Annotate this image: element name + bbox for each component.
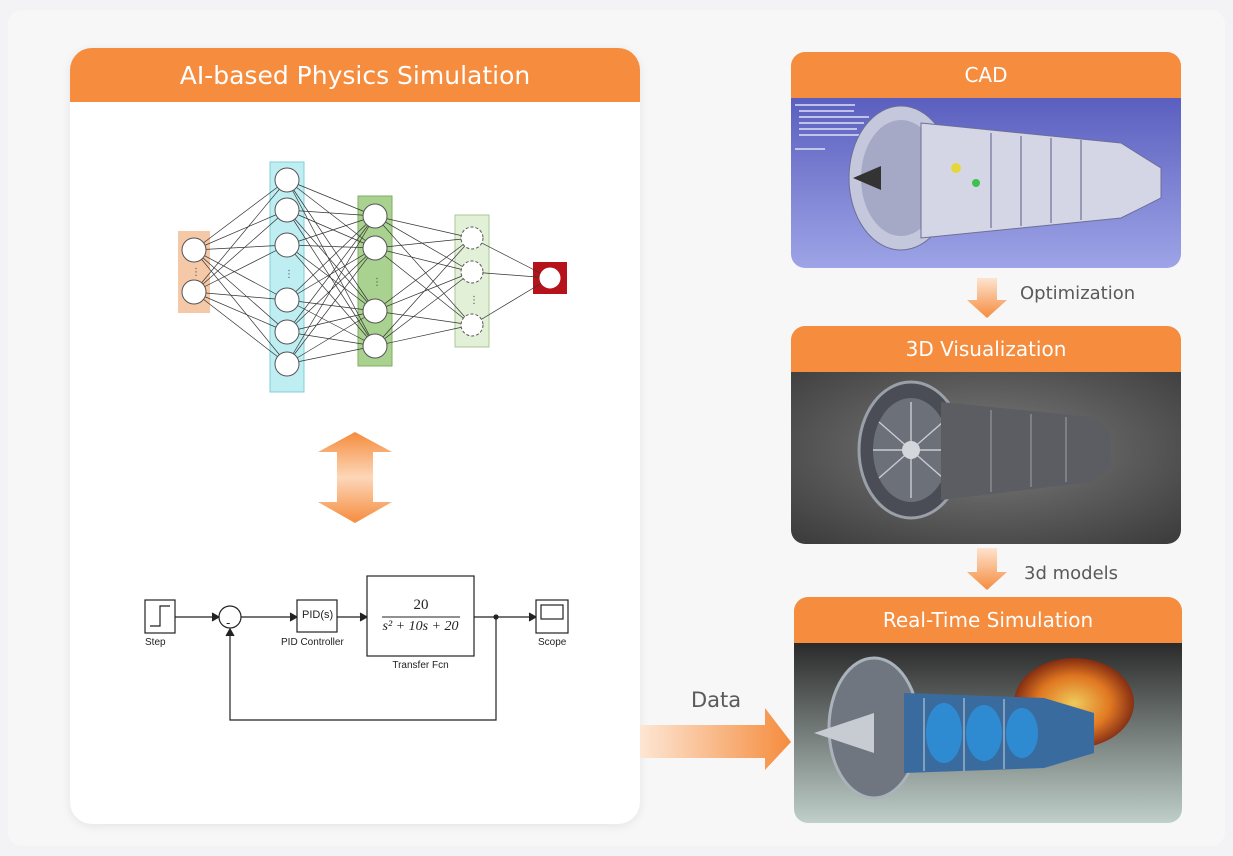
svg-text:⋮: ⋮ [191,267,201,278]
engine-cutaway-icon [794,643,1182,823]
optimization-label: Optimization [1020,283,1136,304]
control-block-diagram [144,575,569,721]
bidirectional-arrow-icon [318,432,392,523]
network-nodes [181,167,561,377]
svg-text:⋮: ⋮ [372,277,382,288]
engine-render-icon [791,372,1181,544]
sum-sign: - [226,616,231,630]
cad-title: CAD [791,52,1181,98]
vis-title: 3D Visualization [791,326,1181,372]
pid-block [296,599,338,633]
tf-denominator: s² + 10s + 20 [382,619,459,634]
pid-controller-label: PID Controller [281,637,344,648]
scope-label: Scope [538,637,567,648]
vis-image [791,372,1181,544]
cad-engine-icon [791,98,1181,268]
transfer-fcn-label: Transfer Fcn [392,660,449,671]
data-label: Data [691,688,742,712]
svg-text:⋮: ⋮ [469,295,479,306]
left-panel-title: AI-based Physics Simulation [70,48,640,102]
network-connections [193,179,551,365]
tf-numerator: 20 [413,597,429,613]
svg-text:⋮: ⋮ [284,269,294,280]
cad-image [791,98,1181,268]
rts-image [794,643,1182,823]
transfer-fcn-block [366,575,475,657]
step-label: Step [145,637,166,648]
pid-block-label: PID(s) [302,609,334,621]
3d-models-label: 3d models [1024,563,1119,584]
rts-title: Real-Time Simulation [794,597,1182,643]
